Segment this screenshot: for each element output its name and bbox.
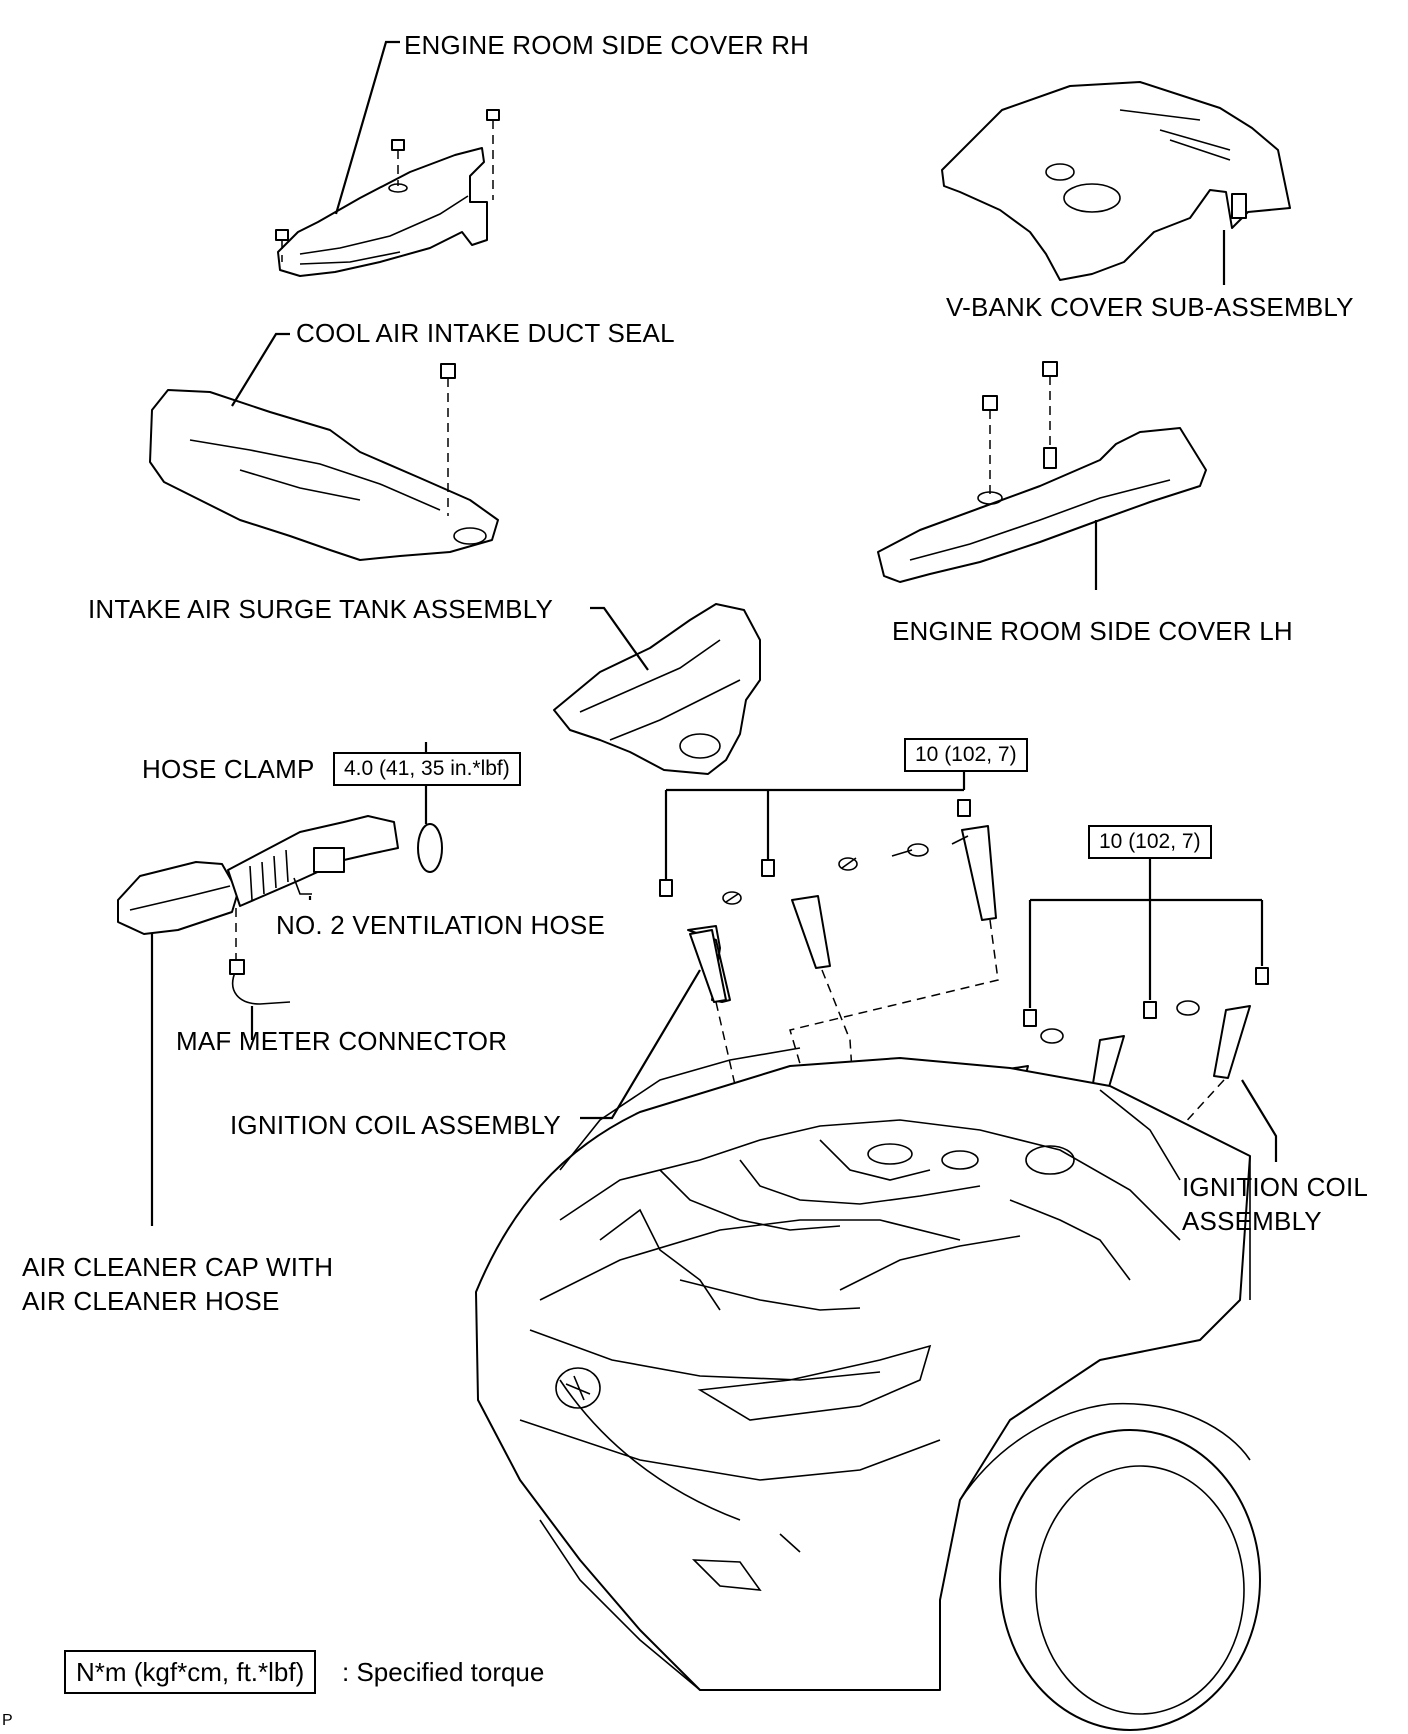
air-cleaner-cap-drawing	[117, 742, 443, 1226]
label-ignition-coil-right-line2: ASSEMBLY	[1182, 1206, 1322, 1236]
torque-box-hose-clamp: 4.0 (41, 35 in.*lbf)	[333, 752, 521, 786]
vehicle-front-drawing	[475, 1047, 1261, 1731]
label-no2-ventilation-hose: NO. 2 VENTILATION HOSE	[276, 910, 605, 940]
label-air-cleaner-line2: AIR CLEANER HOSE	[22, 1286, 280, 1316]
engine-room-side-cover-rh-drawing	[275, 40, 500, 277]
label-ignition-coil-right-line1: IGNITION COIL	[1182, 1172, 1369, 1202]
ignition-coils-bank-1	[580, 742, 999, 1233]
torque-box-coil-bank-2: 10 (102, 7)	[1088, 825, 1212, 859]
label-air-cleaner-line1: AIR CLEANER CAP WITH	[22, 1252, 334, 1282]
v-bank-cover-drawing	[941, 81, 1291, 285]
cool-air-intake-duct-seal-drawing	[149, 332, 499, 561]
legend-torque-box: N*m (kgf*cm, ft.*lbf)	[64, 1650, 317, 1694]
label-engine-room-side-cover-lh: ENGINE ROOM SIDE COVER LH	[892, 616, 1293, 646]
intake-air-surge-tank-drawing	[553, 603, 761, 775]
torque-box-coil-bank-1: 10 (102, 7)	[904, 738, 1028, 772]
label-ignition-coil-left: IGNITION COIL ASSEMBLY	[230, 1110, 561, 1140]
label-maf-meter-connector: MAF METER CONNECTOR	[176, 1026, 508, 1056]
engine-room-side-cover-lh-drawing	[877, 361, 1207, 590]
label-intake-air-surge-tank: INTAKE AIR SURGE TANK ASSEMBLY	[88, 594, 553, 624]
corner-mark: P	[2, 1712, 13, 1729]
label-cool-air-intake-duct-seal: COOL AIR INTAKE DUCT SEAL	[296, 318, 675, 348]
label-engine-room-side-cover-rh: ENGINE ROOM SIDE COVER RH	[404, 30, 810, 60]
label-v-bank-cover: V-BANK COVER SUB-ASSEMBLY	[946, 292, 1354, 322]
label-hose-clamp: HOSE CLAMP	[142, 754, 315, 784]
legend-torque-text: : Specified torque	[342, 1657, 545, 1687]
